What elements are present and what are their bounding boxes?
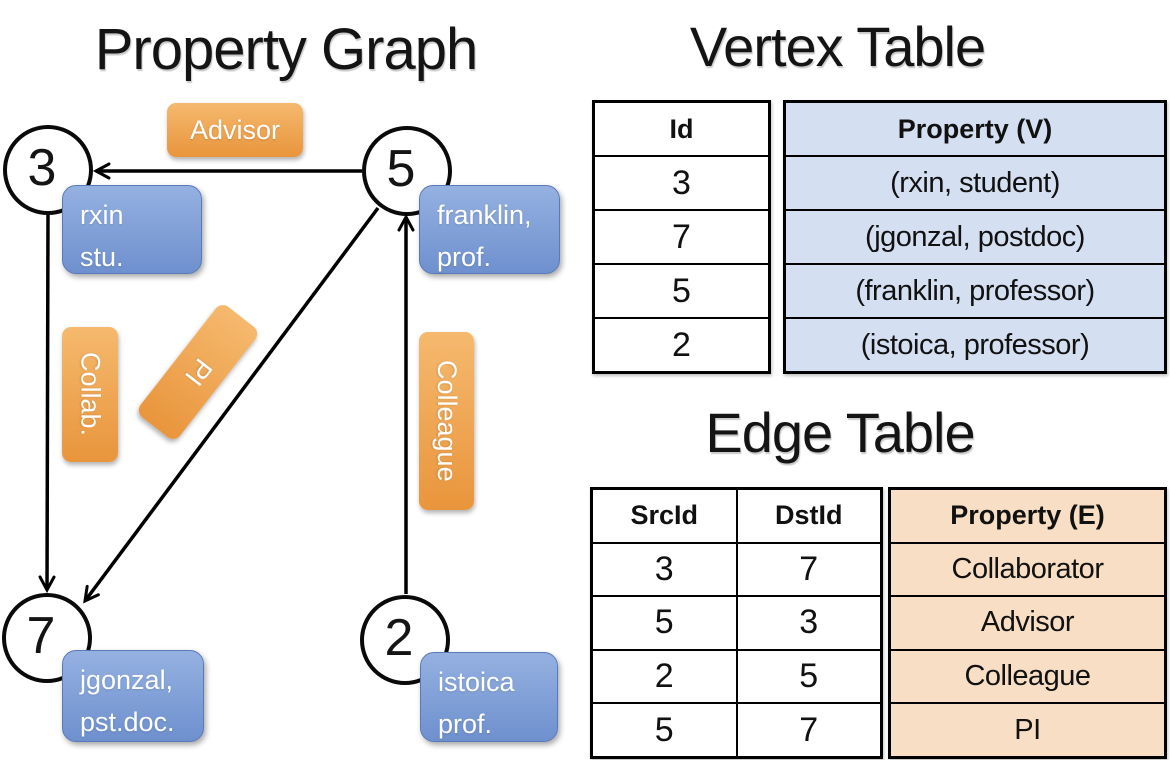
table-row: Collaborator: [891, 541, 1164, 596]
graph-node-3: 3: [3, 125, 93, 215]
property-line: pst.doc.: [80, 707, 175, 737]
vertex-table-id-header: Id: [669, 113, 694, 144]
cell-srcid: 3: [654, 549, 674, 588]
property-line: rxin: [80, 200, 124, 230]
table-row: 2 5: [593, 648, 881, 703]
node-id-label: 5: [386, 140, 416, 198]
property-graph-title: Property Graph: [94, 17, 479, 82]
table-row: (rxin, student): [786, 155, 1164, 209]
edge-label-colleague: Colleague: [419, 332, 474, 510]
property-line: jgonzal,: [80, 665, 174, 695]
cell-dstid: 7: [735, 543, 881, 596]
cell-srcid: 2: [654, 657, 674, 696]
node-id-label: 2: [384, 609, 414, 667]
edge-label-pi: PI: [135, 301, 261, 443]
vertex-table-property-header: Property (V): [897, 113, 1053, 144]
cell-srcid: 5: [654, 710, 674, 749]
cell-dstid: 7: [735, 704, 881, 756]
cell-dstid: 3: [735, 597, 881, 649]
property-line: stu.: [80, 242, 124, 272]
table-row: Colleague: [891, 648, 1164, 703]
edge-table-srcid-header: SrcId: [630, 500, 699, 531]
edge-table-id-columns: SrcId DstId 3 7 5 3 2 5 5 7: [590, 487, 883, 759]
vertex-table-title: Vertex Table: [689, 15, 986, 78]
edge-table-title: Edge Table: [705, 401, 975, 464]
node-id-label: 3: [27, 139, 57, 197]
cell-dstid: 5: [735, 650, 881, 703]
vertex-table-id-column: Id 3 7 5 2: [592, 100, 771, 374]
table-row: (franklin, professor): [786, 263, 1164, 317]
cell-srcid: 5: [654, 603, 674, 642]
edge-label-advisor: Advisor: [167, 103, 303, 157]
table-row: Advisor: [891, 595, 1164, 649]
property-line: prof.: [438, 709, 493, 739]
table-row: PI: [891, 702, 1164, 756]
table-row: 2: [595, 317, 768, 371]
table-row: 5 7: [593, 702, 880, 756]
edge-label-collab: Collab.: [62, 327, 118, 462]
table-row: 5 3: [593, 595, 880, 649]
property-line: istoica: [438, 667, 515, 697]
table-row: 7: [595, 209, 768, 263]
property-line: prof.: [437, 242, 492, 272]
table-row: 5: [595, 263, 768, 317]
node-property-box-5: franklin, prof.: [419, 185, 560, 274]
vertex-table-property-column: Property (V) (rxin, student) (jgonzal, p…: [783, 100, 1167, 374]
edge-table-property-column: Property (E) Collaborator Advisor Collea…: [888, 487, 1167, 759]
table-row: (jgonzal, postdoc): [786, 209, 1164, 263]
edge-collab-3-to-7: [38, 214, 56, 594]
table-row: 3 7: [593, 541, 881, 596]
table-row: SrcId DstId: [593, 490, 880, 542]
edge-table-property-header: Property (E): [950, 500, 1105, 531]
edge-table-dstid-header: DstId: [735, 490, 881, 542]
node-property-box-2: istoica prof.: [420, 652, 558, 742]
node-id-label: 7: [26, 607, 56, 665]
table-row: 3: [595, 155, 768, 209]
table-row: (istoica, professor): [786, 317, 1164, 371]
property-line: franklin,: [437, 200, 532, 230]
node-property-box-7: jgonzal, pst.doc.: [62, 650, 204, 742]
node-property-box-3: rxin stu.: [62, 185, 202, 274]
